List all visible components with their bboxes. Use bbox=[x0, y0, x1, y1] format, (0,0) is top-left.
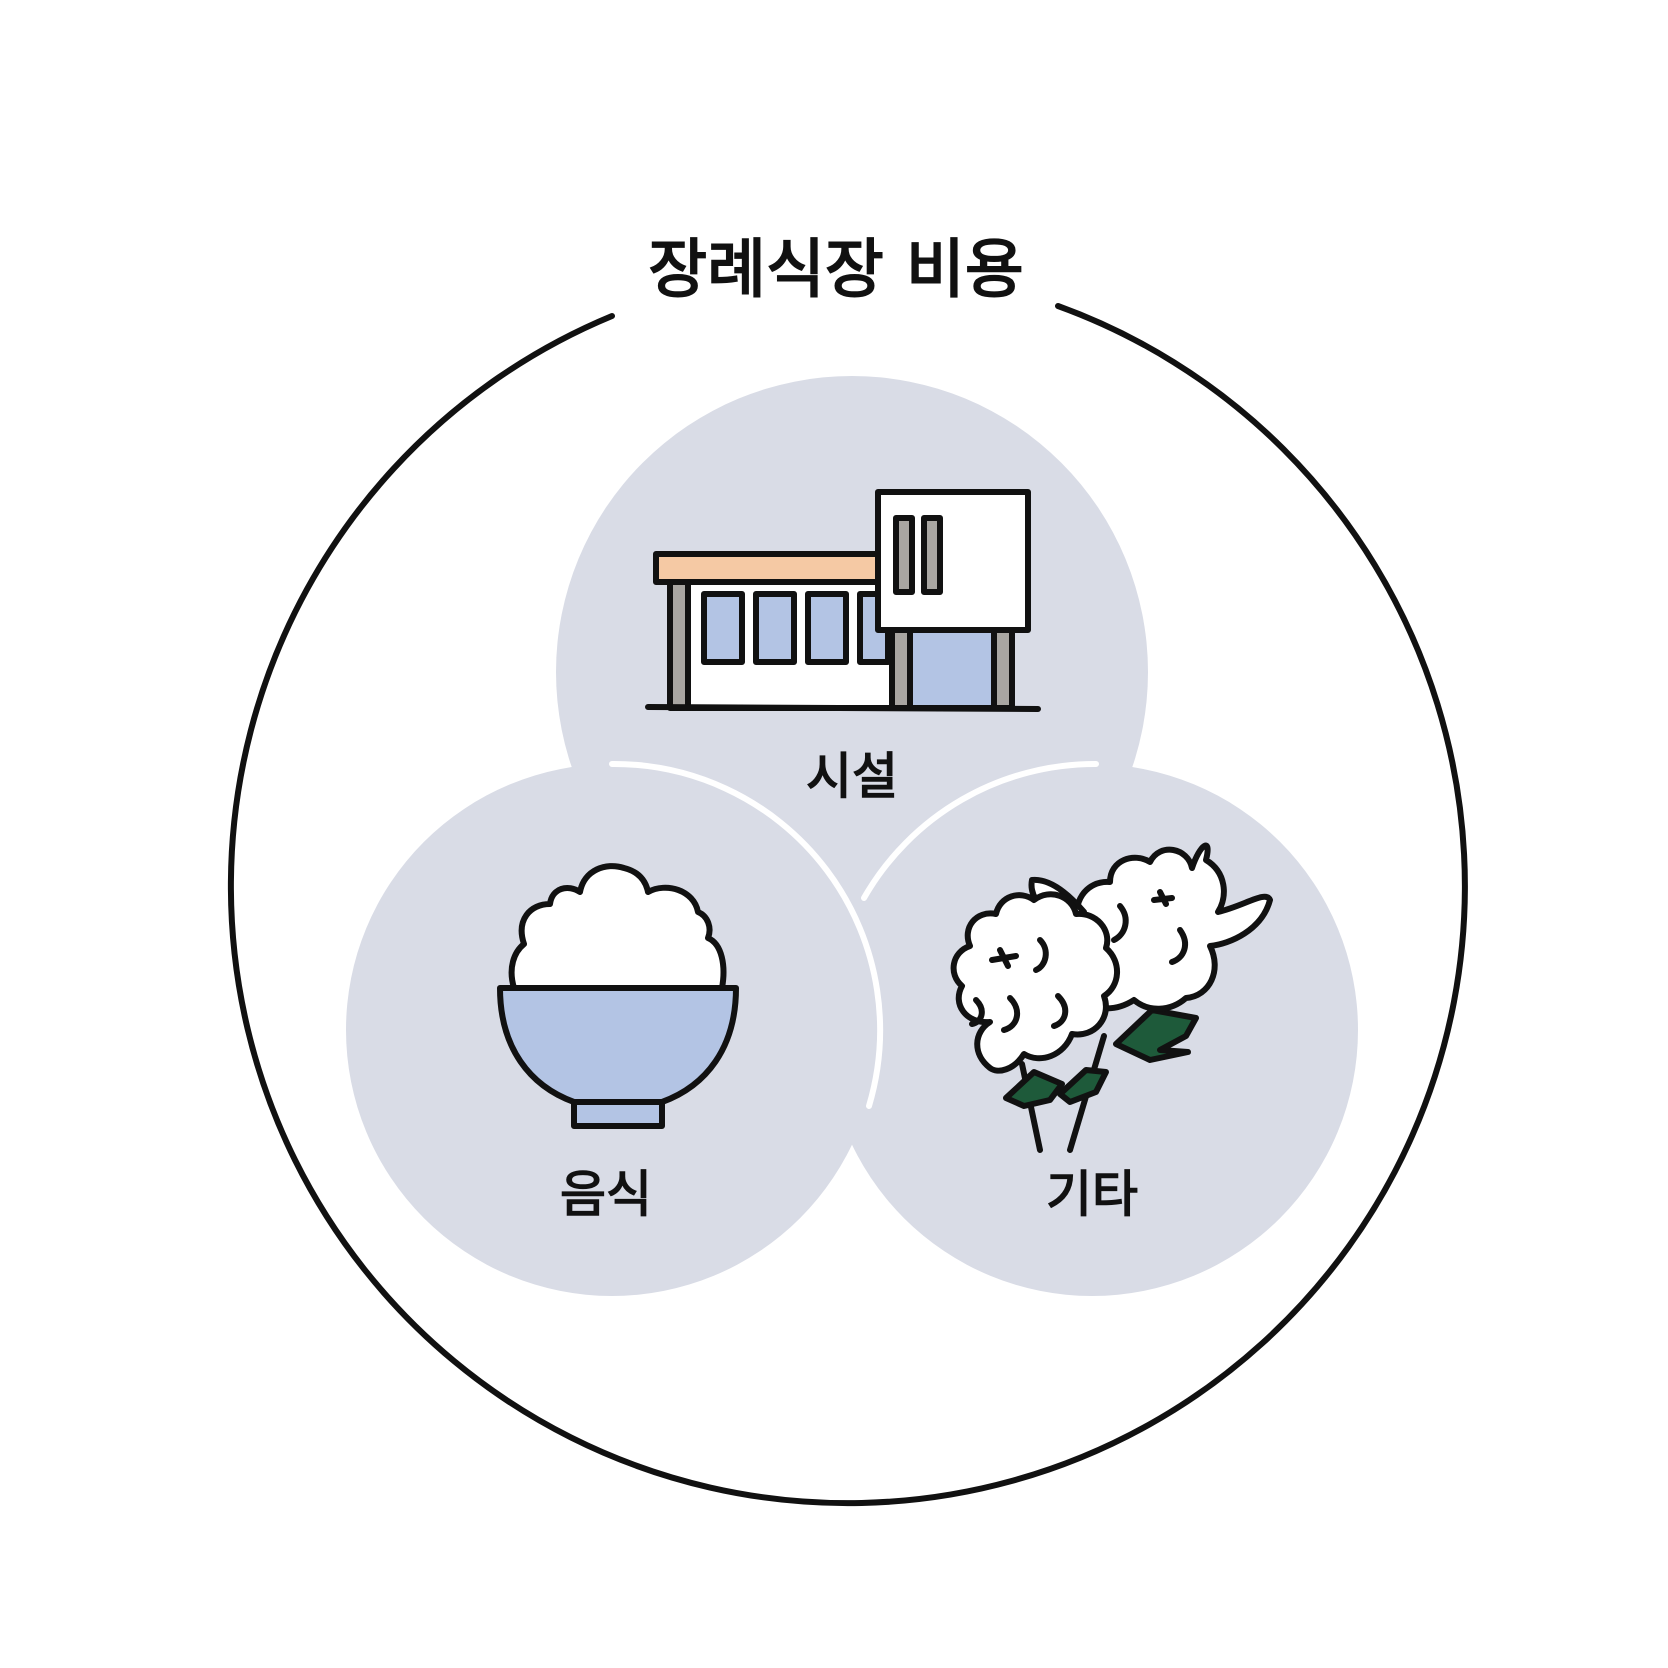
separator-arc-right bbox=[861, 760, 1099, 901]
flower-front-detail-4 bbox=[1051, 993, 1069, 1029]
chrysanthemum-icon bbox=[950, 842, 1273, 1153]
flower-front-detail-5 bbox=[969, 997, 985, 1027]
building-pillar-mid bbox=[889, 625, 913, 711]
category-label-food: 음식 bbox=[560, 1166, 652, 1224]
flower-leaf-2 bbox=[1057, 1067, 1109, 1105]
diagram-title: 장례식장 비용 bbox=[648, 234, 1024, 308]
flower-front-bloom bbox=[950, 891, 1121, 1074]
category-label-facility: 시설 bbox=[806, 748, 898, 806]
building-slit-2 bbox=[921, 515, 943, 595]
building-pillar-left bbox=[667, 579, 691, 711]
outer-circle bbox=[227, 303, 1468, 1507]
flower-front-detail-2 bbox=[1033, 937, 1049, 973]
flower-back-detail-2 bbox=[1151, 889, 1175, 907]
flower-front-detail-1 bbox=[989, 947, 1019, 969]
category-circles bbox=[346, 376, 1358, 1296]
building-roof bbox=[653, 551, 895, 585]
building-pillar-right bbox=[991, 625, 1015, 711]
flower-back-detail-3 bbox=[1169, 927, 1189, 965]
flower-back-detail-1 bbox=[1111, 903, 1129, 943]
building-slit-1 bbox=[893, 515, 915, 595]
building-right-glass bbox=[907, 625, 1001, 711]
building-ground bbox=[645, 704, 1041, 712]
building-window-3 bbox=[805, 591, 849, 665]
building-window-1 bbox=[701, 591, 745, 665]
flower-leaf-1 bbox=[1003, 1069, 1065, 1109]
building-icon bbox=[645, 489, 1041, 712]
rice-bowl-icon bbox=[497, 863, 739, 1129]
flower-front-detail-3 bbox=[1001, 995, 1021, 1033]
building-window-2 bbox=[753, 591, 797, 665]
category-label-other: 기타 bbox=[1046, 1166, 1138, 1224]
rice-mound bbox=[508, 863, 727, 991]
separator-arc-left bbox=[609, 760, 884, 1109]
bowl-foot bbox=[571, 1099, 665, 1129]
separator-arcs bbox=[609, 760, 1099, 1109]
